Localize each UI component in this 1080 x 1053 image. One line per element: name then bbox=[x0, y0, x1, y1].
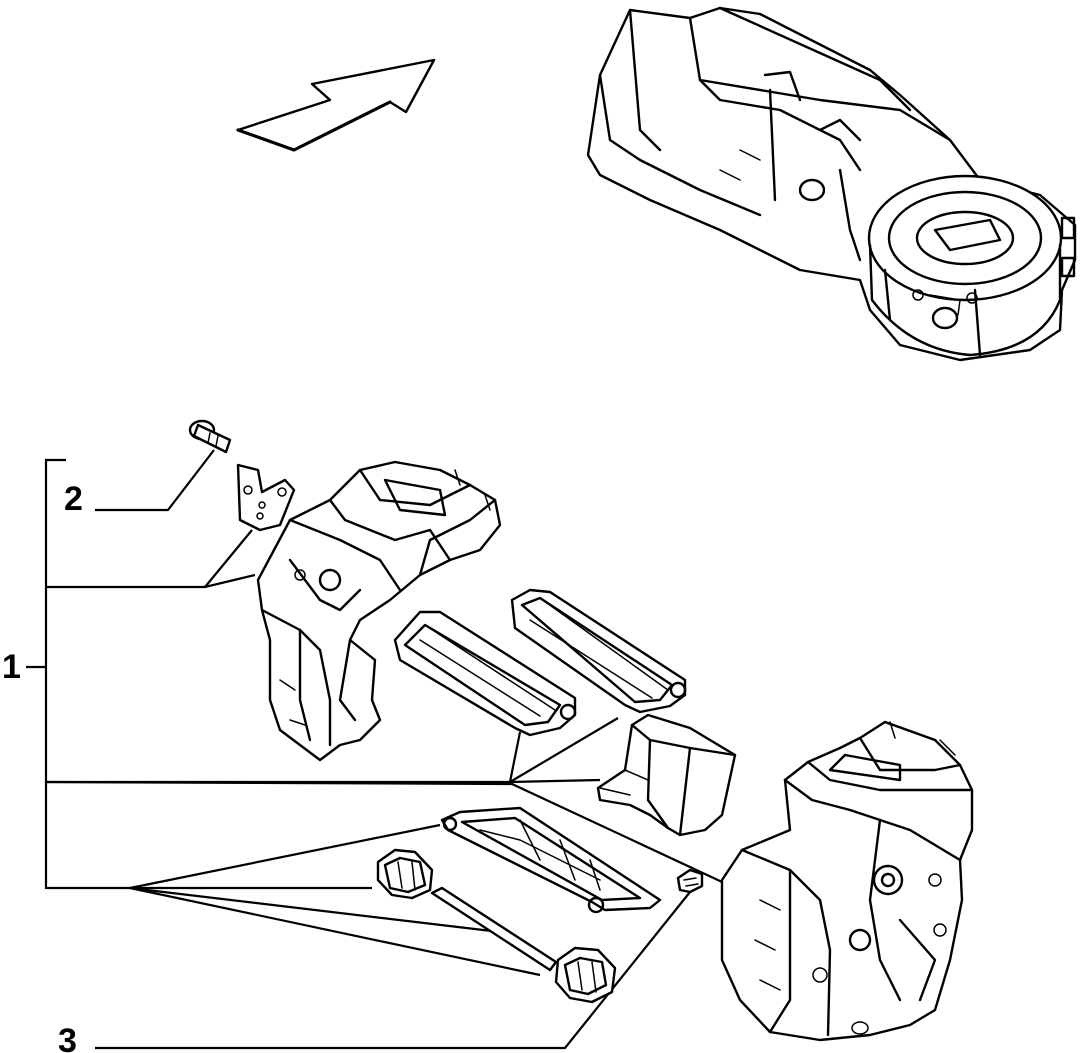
air-flap-door-b bbox=[510, 588, 687, 714]
callout-bracket-1 bbox=[26, 458, 736, 977]
direction-arrow-icon bbox=[236, 58, 436, 152]
mounting-bracket bbox=[236, 463, 296, 532]
right-housing-half bbox=[720, 720, 974, 1042]
callout-number-2: 2 bbox=[64, 480, 83, 518]
callout-number-1: 1 bbox=[2, 648, 21, 686]
callout-line-2 bbox=[95, 449, 215, 512]
control-linkage bbox=[376, 848, 617, 1004]
air-flap-door-a bbox=[393, 610, 577, 737]
callout-number-3: 3 bbox=[58, 1022, 77, 1053]
callout-line-3 bbox=[95, 891, 691, 1050]
fastener-part-3 bbox=[676, 868, 704, 894]
heater-housing-assembly bbox=[586, 6, 1077, 362]
distributor-box bbox=[596, 713, 737, 837]
screw-part-2 bbox=[188, 419, 232, 454]
air-flap-door-c bbox=[440, 806, 662, 914]
left-housing-half bbox=[256, 460, 502, 762]
